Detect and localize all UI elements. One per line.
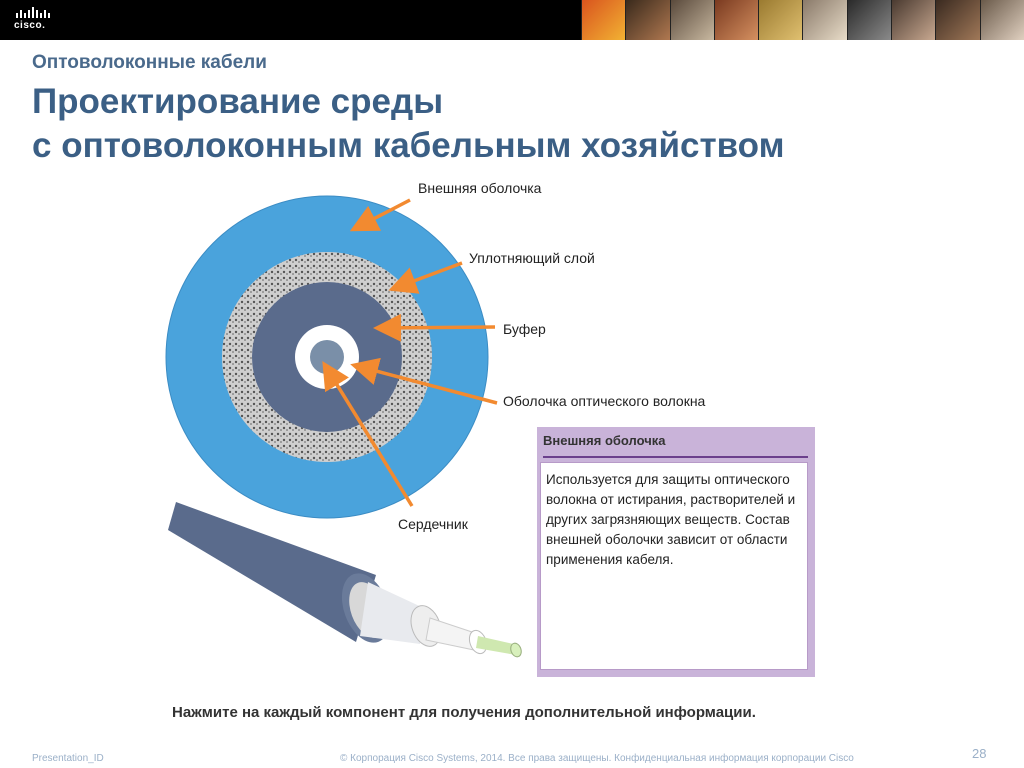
footer-presentation-id: Presentation_ID: [32, 753, 104, 764]
photo-tile: [802, 0, 847, 40]
callout-arrows: [322, 198, 498, 507]
label-buffer[interactable]: Буфер: [503, 321, 546, 337]
arrow-cladding: [350, 357, 498, 405]
photo-tile: [581, 0, 626, 40]
photo-tile: [625, 0, 670, 40]
logo-text: cisco.: [14, 20, 46, 31]
arrow-strength: [388, 261, 463, 294]
photo-strip: [581, 0, 1024, 40]
label-core[interactable]: Сердечник: [398, 516, 468, 532]
slide-subtitle: Оптоволоконные кабели: [32, 52, 267, 73]
info-panel-divider: [543, 456, 808, 458]
cable-side-view: [168, 502, 523, 659]
info-panel-body: [540, 462, 808, 670]
slide-title: Проектирование среды с оптоволоконным ка…: [32, 80, 784, 168]
info-panel-heading: Внешняя оболочка: [543, 433, 666, 448]
info-panel-text: Используется для защиты оптического воло…: [546, 472, 796, 567]
photo-tile: [846, 0, 892, 40]
footer-copyright: © Корпорация Cisco Systems, 2014. Все пр…: [340, 753, 854, 764]
cisco-logo-icon: [16, 7, 50, 18]
page-number: 28: [972, 746, 987, 761]
arrow-core: [322, 361, 414, 507]
side-core-end[interactable]: [509, 642, 523, 659]
photo-tile: [713, 0, 759, 40]
photo-tile: [935, 0, 980, 40]
instruction-text: Нажмите на каждый компонент для получени…: [172, 704, 756, 721]
title-line-1: Проектирование среды: [32, 82, 444, 121]
side-buffer[interactable]: [360, 582, 428, 644]
photo-tile: [758, 0, 803, 40]
side-jacket[interactable]: [168, 502, 376, 642]
label-strength-layer[interactable]: Уплотняющий слой: [469, 250, 595, 266]
photo-tile: [979, 0, 1024, 40]
photo-tile: [669, 0, 714, 40]
top-banner: cisco.: [0, 0, 1024, 40]
side-core[interactable]: [476, 636, 518, 655]
label-cladding[interactable]: Оболочка оптического волокна: [503, 393, 706, 409]
title-line-2: с оптоволоконным кабельным хозяйством: [32, 126, 785, 165]
fiber-cable-diagram: [165, 195, 523, 659]
photo-tile: [891, 0, 936, 40]
arrow-jacket: [349, 198, 411, 232]
label-jacket[interactable]: Внешняя оболочка: [418, 180, 542, 196]
arrow-buffer: [373, 313, 496, 342]
